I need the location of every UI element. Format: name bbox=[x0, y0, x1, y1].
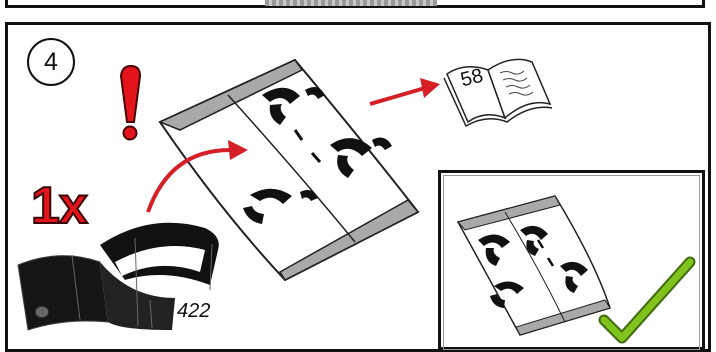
checkmark-icon bbox=[604, 262, 690, 338]
applied-decal-sheet bbox=[458, 196, 610, 335]
